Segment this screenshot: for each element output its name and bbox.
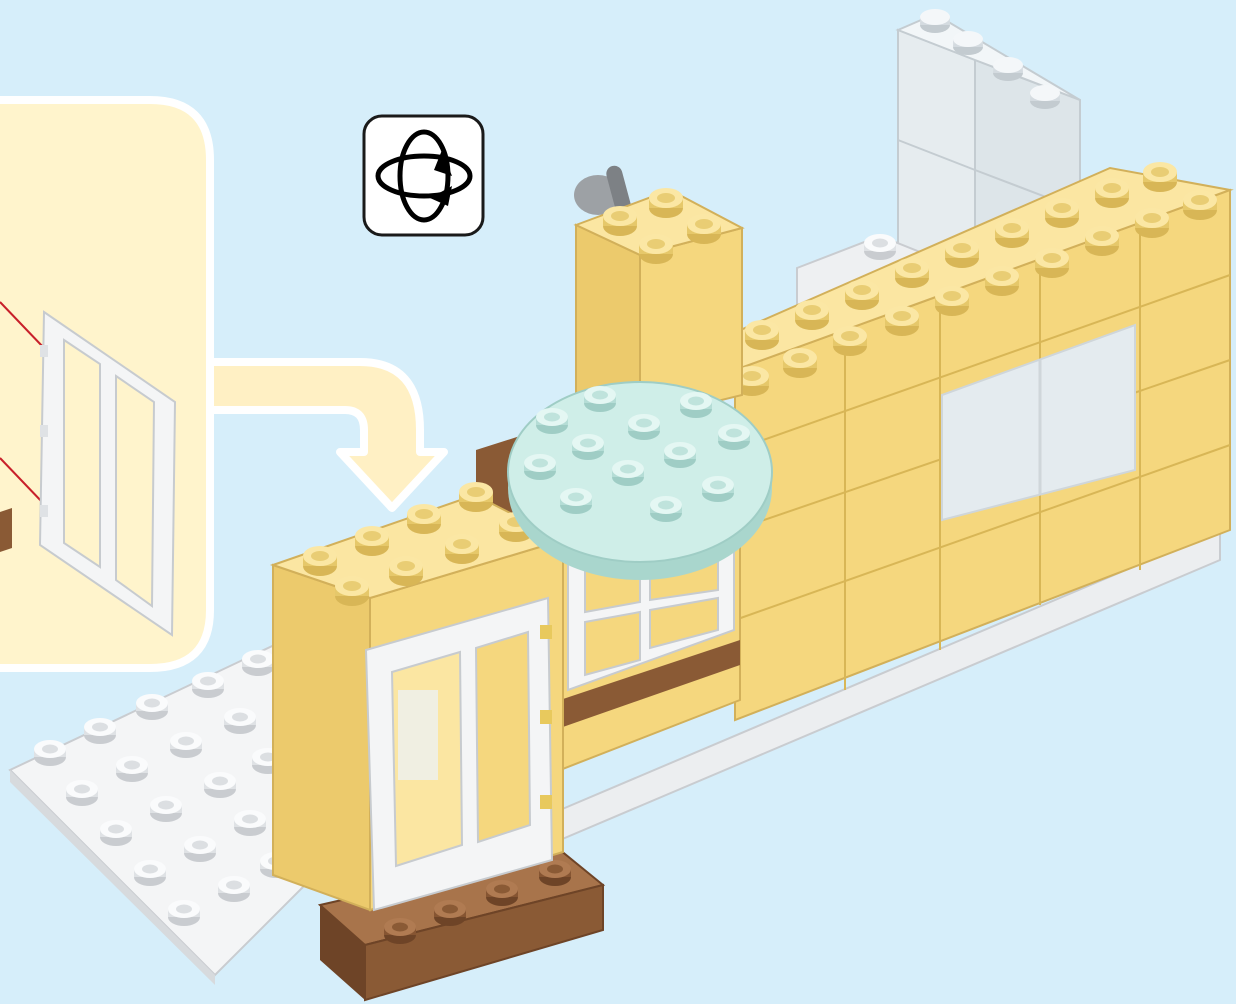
rotate-model-button[interactable] bbox=[362, 114, 485, 237]
brown-plate bbox=[317, 848, 606, 1002]
rotate-arrow-head-2 bbox=[434, 150, 452, 176]
yellow-column bbox=[573, 188, 745, 422]
callout-arrow bbox=[196, 358, 448, 512]
rotate-arrow-head bbox=[430, 186, 452, 206]
guide-lines bbox=[0, 301, 45, 505]
round-plate bbox=[507, 381, 773, 580]
rotate-model-icon bbox=[375, 129, 473, 223]
callout-brown-brick bbox=[0, 508, 12, 552]
door-brick bbox=[269, 482, 566, 912]
callout-door-frame-piece bbox=[38, 310, 177, 637]
door-frame bbox=[364, 596, 554, 912]
callout bbox=[0, 96, 448, 672]
duplo-model bbox=[8, 9, 1234, 1002]
yellow-wall bbox=[668, 162, 1234, 722]
